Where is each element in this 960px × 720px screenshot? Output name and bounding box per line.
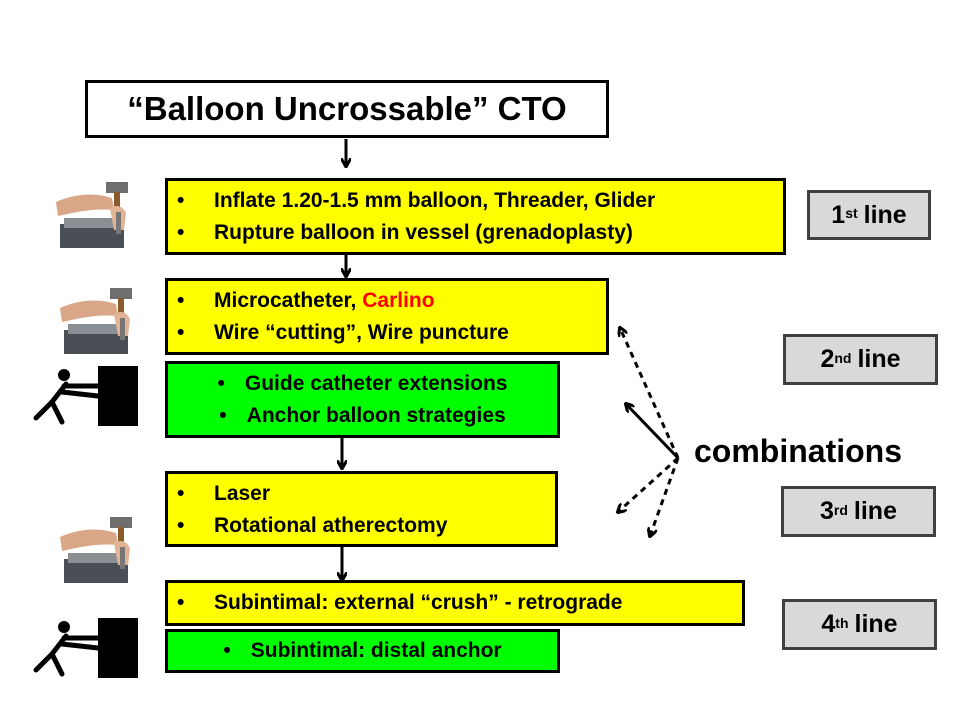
step4-box: Laser Rotational atherectomy (165, 471, 558, 547)
step5-item: Subintimal: external “crush” - retrograd… (168, 587, 742, 619)
flow-arrows (342, 139, 346, 580)
step3-item: Guide catheter extensions (168, 368, 557, 400)
step3-box: Guide catheter extensions Anchor balloon… (165, 361, 560, 438)
step4-item: Rotational atherectomy (168, 510, 555, 542)
title-box: “Balloon Uncrossable” CTO (85, 80, 609, 138)
step2-item: Microcatheter, Carlino (168, 285, 606, 317)
step4-item: Laser (168, 478, 555, 510)
step3-item: Anchor balloon strategies (168, 400, 557, 432)
combination-arrows (618, 328, 680, 536)
diagram-title: “Balloon Uncrossable” CTO (127, 90, 567, 127)
step1-box: Inflate 1.20-1.5 mm balloon, Threader, G… (165, 178, 786, 255)
step1-item: Rupture balloon in vessel (grenadoplasty… (168, 217, 783, 249)
step2-box: Microcatheter, Carlino Wire “cutting”, W… (165, 278, 609, 355)
step1-item: Inflate 1.20-1.5 mm balloon, Threader, G… (168, 185, 783, 217)
hammer-chisel-icon (60, 288, 132, 354)
highlight-text: Carlino (362, 289, 435, 312)
step6-box: Subintimal: distal anchor (165, 629, 560, 673)
hammer-chisel-icon (56, 182, 128, 248)
step2-item: Wire “cutting”, Wire puncture (168, 317, 606, 349)
step6-item: Subintimal: distal anchor (168, 635, 557, 667)
pushing-person-icon (33, 366, 138, 426)
step5-box: Subintimal: external “crush” - retrograd… (165, 580, 745, 626)
combinations-label: combinations (694, 433, 903, 469)
pushing-person-icon (33, 618, 138, 678)
hammer-chisel-icon (60, 517, 132, 583)
